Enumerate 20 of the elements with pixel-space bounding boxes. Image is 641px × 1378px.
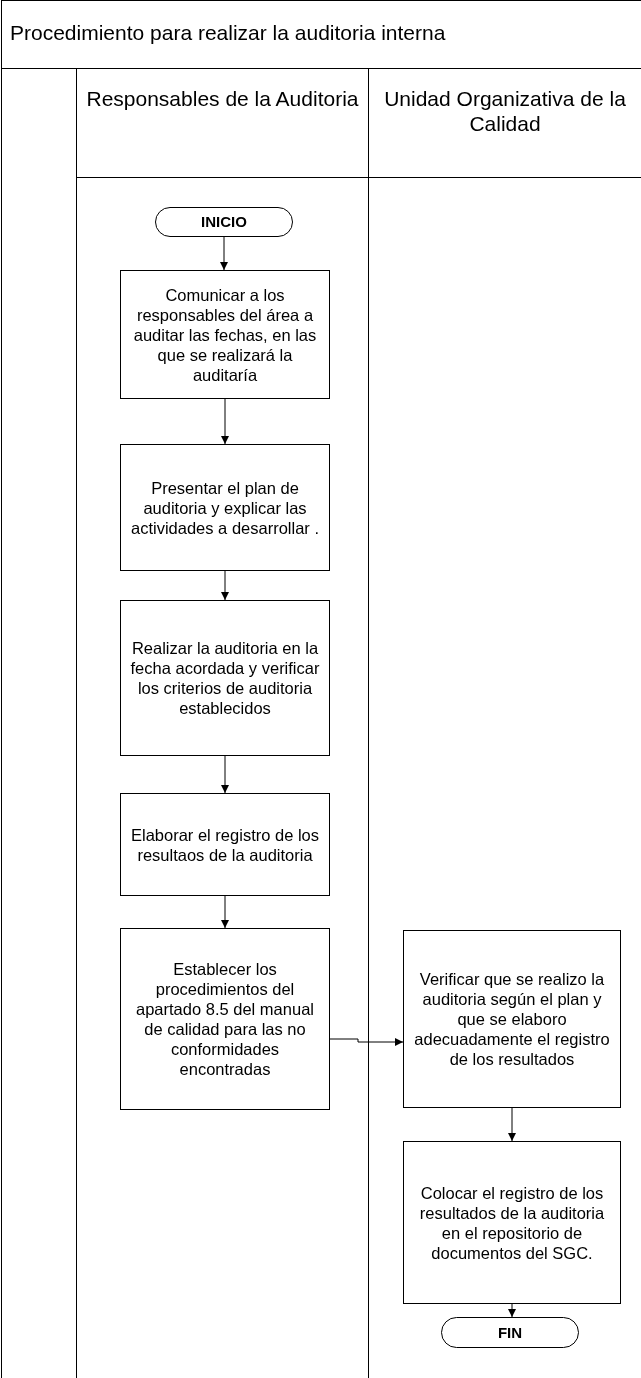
lane-title: Unidad Organizativa de la Calidad xyxy=(383,86,627,136)
terminal-shape: INICIO xyxy=(155,207,293,237)
arrow xyxy=(329,1038,404,1046)
diagram-title: Procedimiento para realizar la auditoria interna xyxy=(10,21,446,45)
process-box: Comunicar a los responsables del área a auditar las fechas, en las que se realizará la auditaría xyxy=(120,270,330,399)
arrow xyxy=(221,570,229,601)
lane-title: Responsables de la Auditoria xyxy=(85,86,360,111)
process-box: Verificar que se realizo la auditoria según el plan y que se elaboro adecuadamente el registro de los resultados xyxy=(403,930,621,1108)
process-box: Presentar el plan de auditoria y explicar las actividades a desarrollar . xyxy=(120,444,330,571)
process-box: Elaborar el registro de los resultaos de la auditoria xyxy=(120,793,330,896)
arrow xyxy=(508,1303,516,1318)
arrow xyxy=(221,755,229,794)
arrow xyxy=(221,895,229,929)
process-box: Colocar el registro de los resultados de la auditoria en el repositorio de documentos del SGC. xyxy=(403,1141,621,1304)
terminal-shape: FIN xyxy=(441,1317,579,1348)
arrow xyxy=(508,1107,516,1142)
arrow xyxy=(221,398,229,445)
process-box: Realizar la auditoria en la fecha acordada y verificar los criterios de auditoria establecidos xyxy=(120,600,330,756)
arrow xyxy=(220,236,228,271)
process-box: Establecer los procedimientos del apartado 8.5 del manual de calidad para las no conformidades encontradas xyxy=(120,928,330,1110)
